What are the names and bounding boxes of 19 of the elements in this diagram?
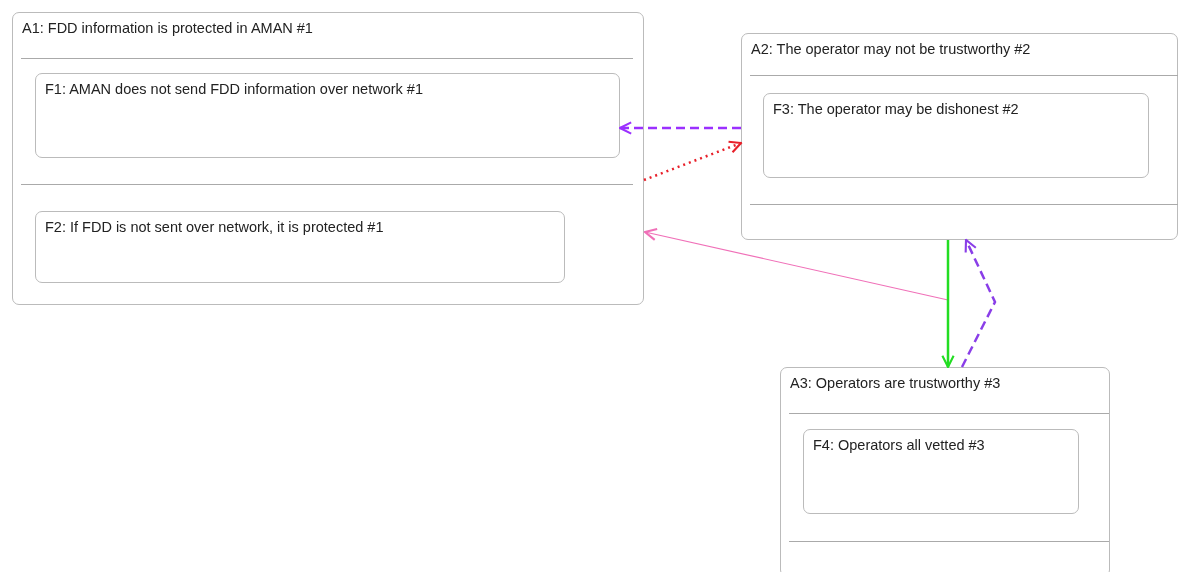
box-title: A2: The operator may not be trustworthy #2 [751,41,1031,57]
item-box [803,429,1079,514]
arrow [960,238,997,368]
box-title: F1: AMAN does not send FDD information over network #1 [45,81,423,97]
box-title: F4: Operators all vetted #3 [813,437,985,453]
container-box [741,33,1178,240]
box-title: F3: The operator may be dishonest #2 [773,101,1019,117]
box-title: F2: If FDD is not sent over network, it is protected #1 [45,219,384,235]
arrow [941,240,955,369]
box-title: A1: FDD information is protected in AMAN #1 [22,20,313,36]
box-title: A3: Operators are trustworthy #3 [790,375,1001,391]
item-box [35,73,620,158]
arrow [618,121,741,135]
arrow [643,227,949,301]
item-box [763,93,1149,178]
item-box [35,211,565,283]
container-box [12,12,644,305]
container-box [780,367,1110,572]
arrow [643,140,743,182]
